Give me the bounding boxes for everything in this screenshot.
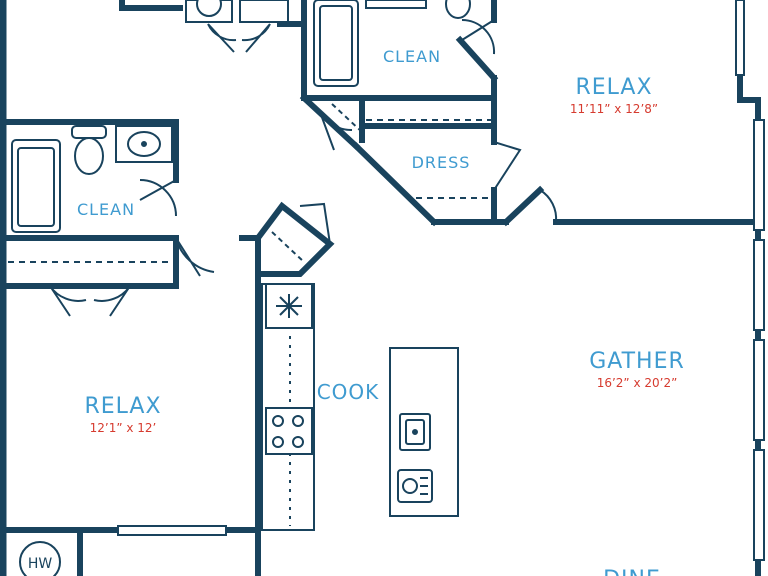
refrigerator — [265, 283, 313, 329]
room-dress: DRESS — [412, 153, 471, 172]
wall-dress-diag — [351, 141, 439, 227]
door-dress — [493, 141, 522, 191]
door-closet-left-b — [93, 285, 131, 317]
toilet-left-bowl — [74, 137, 104, 175]
wall-pantry — [255, 201, 335, 277]
window-bottom-left — [117, 525, 227, 536]
door-pantry — [299, 202, 331, 245]
dryer — [239, 0, 289, 23]
snowflake-icon — [276, 294, 302, 318]
wall-dress-bottom2 — [501, 185, 545, 227]
door-closet-left-a — [49, 285, 87, 317]
doors — [49, 18, 558, 317]
room-relax-top-dims: 11’11” x 12’8” — [570, 102, 658, 116]
room-cook: COOK — [317, 380, 380, 404]
toilet-top — [445, 0, 471, 19]
room-relax-left-dims: 12’1” x 12’ — [90, 421, 157, 435]
windows-right — [735, 0, 765, 561]
stove — [265, 407, 313, 455]
room-relax-left: RELAX — [84, 394, 161, 419]
room-clean-top: CLEAN — [383, 47, 441, 66]
door-hall-closet — [319, 111, 353, 151]
room-relax-top: RELAX — [575, 75, 652, 100]
door-bath-top — [461, 18, 496, 55]
water-heater — [19, 541, 61, 576]
closet-shelves — [8, 103, 492, 263]
door-bath-left — [139, 179, 177, 217]
room-gather-dims: 16’2” x 20’2” — [597, 376, 678, 390]
water-heater-label: HW — [28, 556, 53, 572]
wall-bath-top-diag — [455, 35, 499, 83]
fixtures — [11, 0, 471, 576]
door-bedroom-top — [539, 189, 558, 223]
door-laundry-a — [207, 23, 237, 53]
door-bedroom-left — [175, 237, 215, 277]
room-clean-left: CLEAN — [77, 200, 135, 219]
room-dine: DINE — [603, 567, 661, 576]
toilet-left-tank — [71, 125, 107, 139]
vanity-top — [365, 0, 427, 9]
door-laundry-b — [241, 23, 271, 53]
room-labels: RELAX 11’11” x 12’8” CLEAN DRESS CLEAN G… — [28, 47, 685, 576]
room-gather: GATHER — [589, 349, 685, 374]
